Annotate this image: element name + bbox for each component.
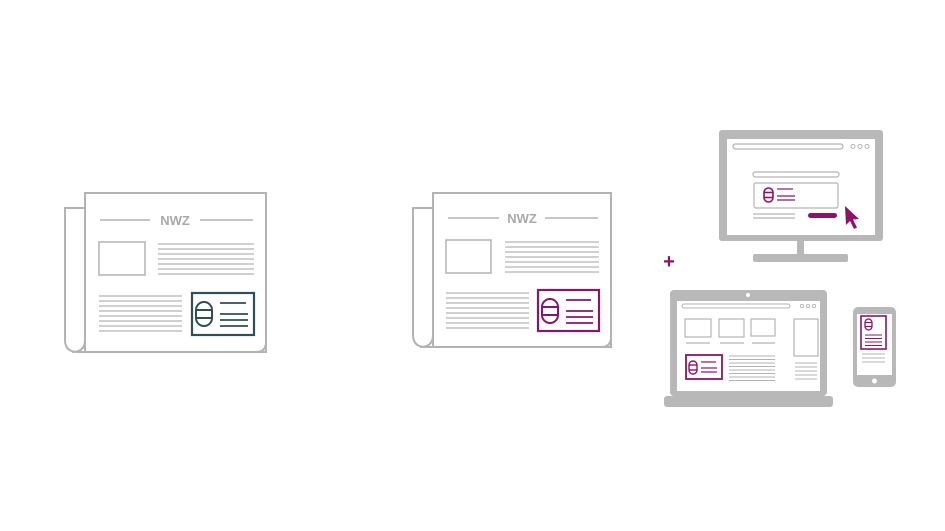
print-ad-box	[536, 288, 601, 333]
newspaper-print	[64, 192, 267, 353]
ad-logo-icon	[763, 187, 774, 203]
plus-sign: +	[663, 251, 675, 273]
ad-logo-icon	[864, 318, 873, 331]
laptop	[664, 290, 833, 407]
newspaper-title: NWZ	[507, 211, 537, 226]
ad-logo-icon	[541, 298, 559, 324]
desktop-monitor	[719, 130, 883, 262]
ad-logo-icon	[195, 301, 213, 327]
newspaper-combined	[412, 192, 612, 348]
ad-logo-icon	[688, 360, 698, 375]
newspaper-title: NWZ	[160, 213, 190, 228]
smartphone	[853, 307, 896, 387]
print-ad-box	[190, 291, 256, 337]
cursor-icon	[845, 206, 859, 229]
